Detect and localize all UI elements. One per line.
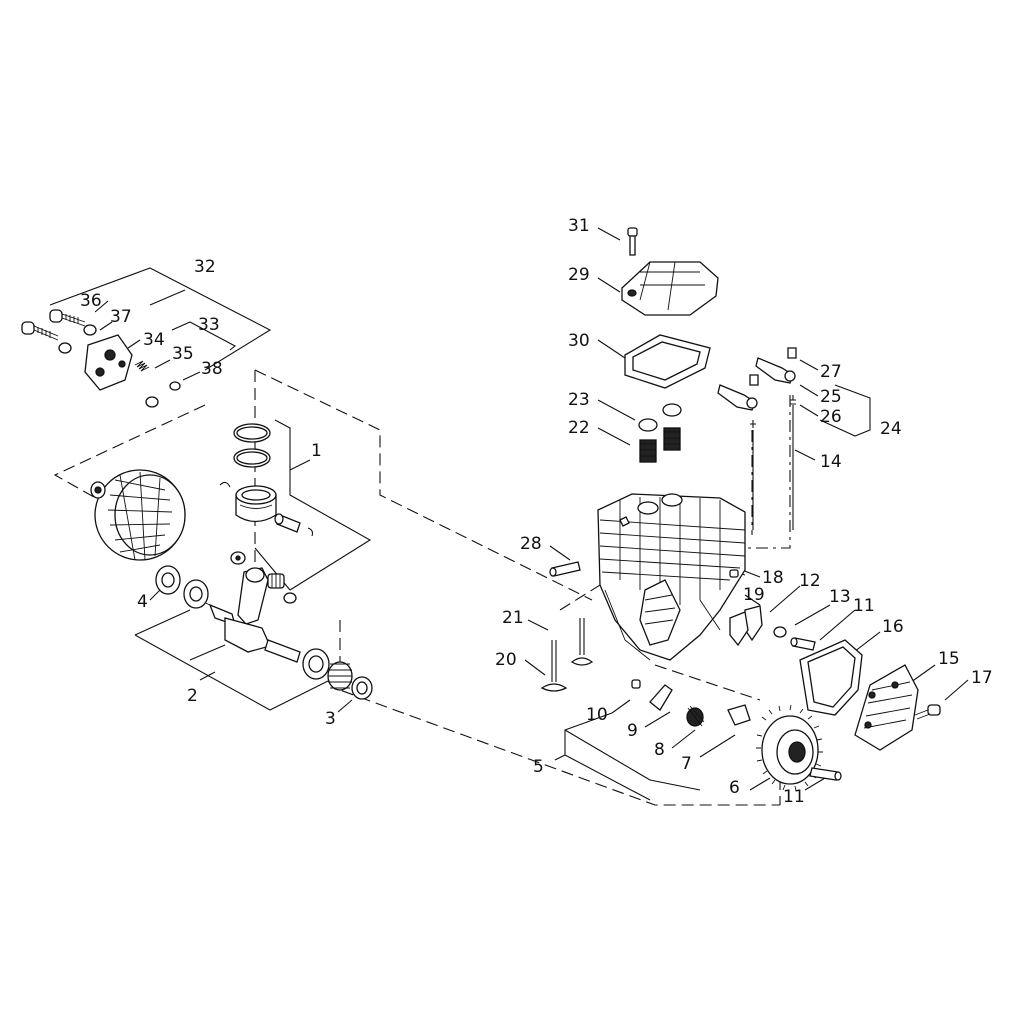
crankcase-cover	[854, 664, 941, 751]
label-13: 13	[829, 587, 851, 607]
label-2: 2	[187, 686, 198, 706]
label-18: 18	[762, 568, 784, 588]
label-21: 21	[502, 608, 524, 628]
label-1: 1	[311, 441, 322, 461]
clutch-bolt-upper	[49, 309, 86, 327]
label-20: 20	[495, 650, 517, 670]
valve-springs	[638, 403, 682, 463]
cover-bolt	[627, 227, 638, 256]
label-28: 28	[520, 534, 542, 554]
valves	[540, 618, 594, 692]
clutch-spring	[134, 360, 150, 372]
flywheel	[90, 469, 186, 561]
label-29: 29	[568, 265, 590, 285]
part-labels: 1 2 3 4 5 6 7 8 9 10 11 11 12 13 14 15 1…	[80, 216, 993, 807]
label-8: 8	[654, 740, 665, 760]
label-22: 22	[568, 418, 590, 438]
label-27: 27	[820, 362, 842, 382]
label-32: 32	[194, 257, 216, 277]
label-19: 19	[743, 585, 765, 605]
label-30: 30	[568, 331, 590, 351]
label-7: 7	[681, 754, 692, 774]
valve-spring-left	[639, 439, 657, 463]
side-cover-parts	[729, 569, 863, 716]
label-26: 26	[820, 407, 842, 427]
label-11b: 11	[783, 787, 805, 807]
label-33: 33	[198, 315, 220, 335]
rocker-arms	[717, 347, 797, 530]
clutch-assembly	[21, 309, 181, 408]
clutch-shoe	[84, 334, 133, 391]
label-4: 4	[137, 592, 148, 612]
crankshaft-gear	[327, 661, 353, 691]
label-12: 12	[799, 571, 821, 591]
label-14: 14	[820, 452, 842, 472]
needle-bearing	[267, 573, 285, 589]
label-17: 17	[971, 668, 993, 688]
label-10: 10	[586, 705, 608, 725]
rocker-cover-assembly	[621, 227, 719, 389]
label-6: 6	[729, 778, 740, 798]
label-15: 15	[938, 649, 960, 669]
label-35: 35	[172, 344, 194, 364]
label-37: 37	[110, 307, 132, 327]
label-11a: 11	[853, 596, 875, 616]
piston-assembly	[219, 423, 314, 537]
cylinder-block	[597, 493, 746, 661]
label-31: 31	[568, 216, 590, 236]
label-5: 5	[533, 757, 544, 777]
label-25: 25	[820, 387, 842, 407]
label-38: 38	[201, 359, 223, 379]
camshaft-group	[631, 679, 842, 792]
label-9: 9	[627, 721, 638, 741]
label-34: 34	[143, 330, 165, 350]
label-16: 16	[882, 617, 904, 637]
label-36: 36	[80, 291, 102, 311]
label-24: 24	[880, 419, 902, 439]
cover-screw	[914, 704, 941, 720]
label-3: 3	[325, 709, 336, 729]
valve-spring-right	[663, 427, 681, 451]
decompressor-spring	[686, 705, 705, 727]
clutch-bolt-lower	[21, 321, 59, 341]
cam-gear	[756, 704, 823, 792]
dowel-pin	[549, 561, 581, 577]
crankshaft-assembly	[155, 551, 373, 700]
label-23: 23	[568, 390, 590, 410]
